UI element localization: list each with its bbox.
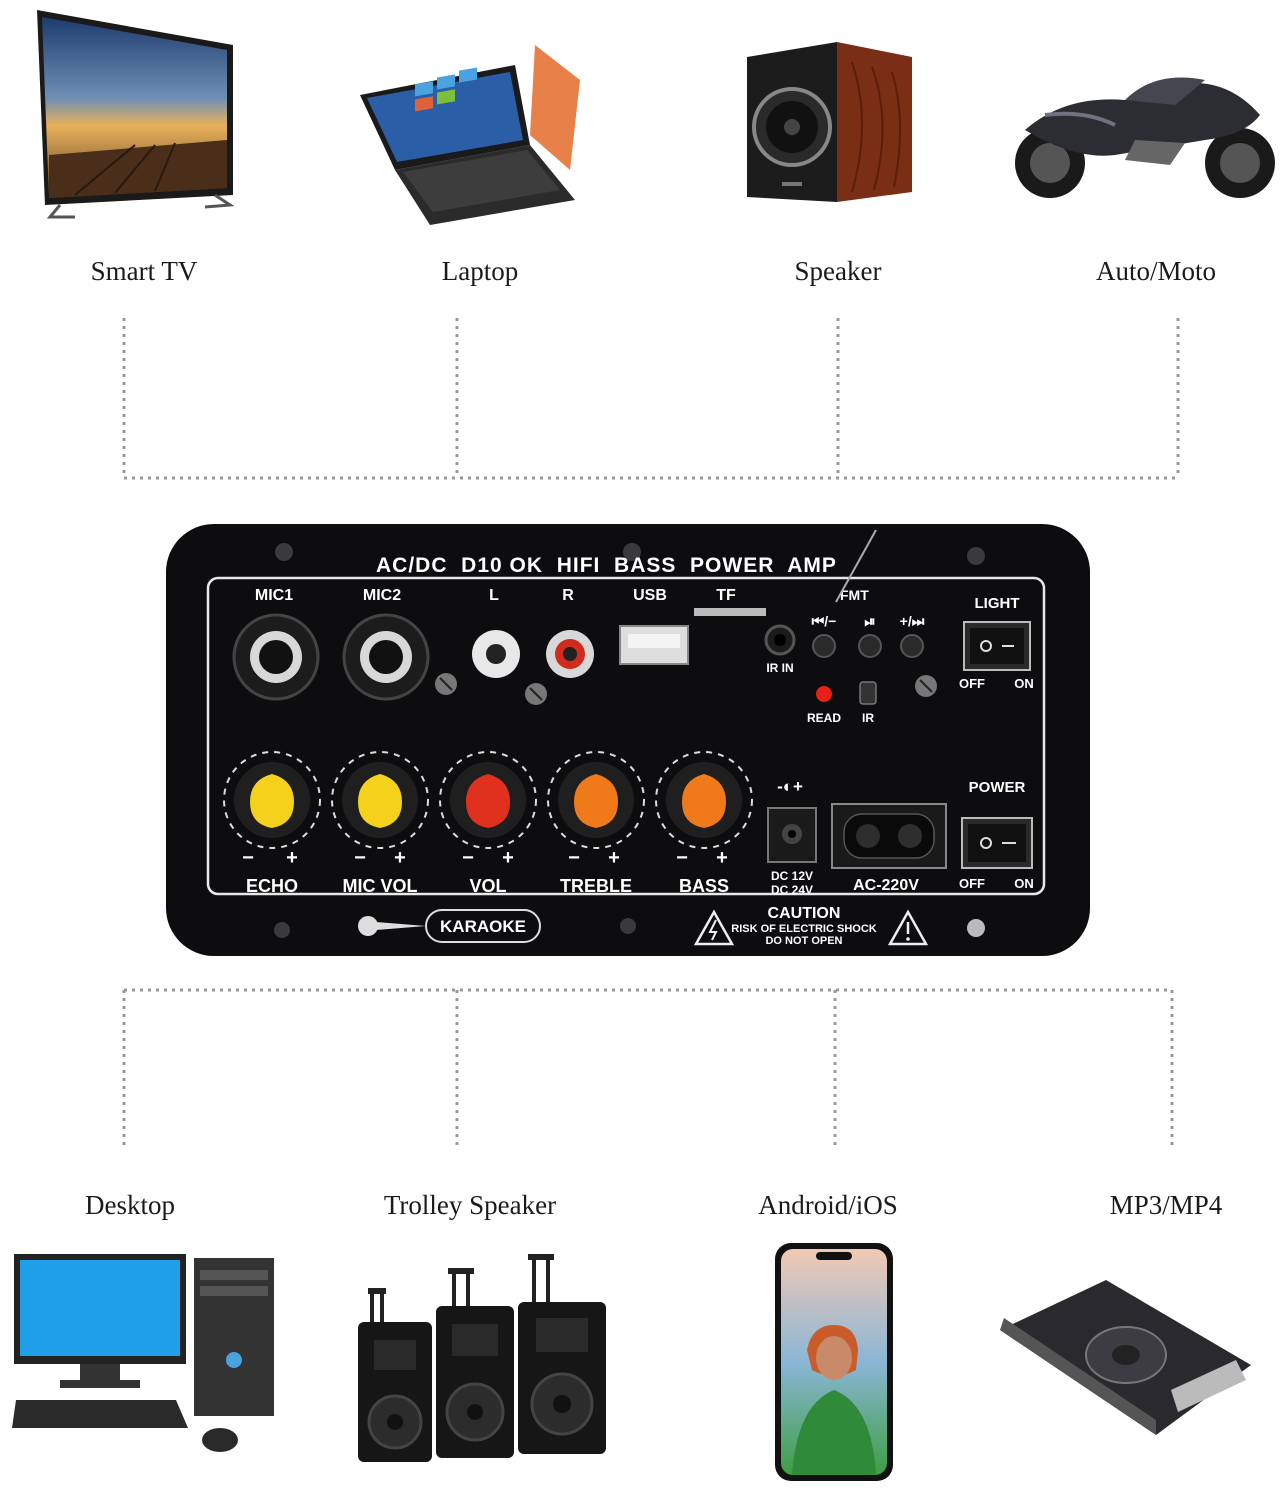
smartphone-icon (775, 1243, 893, 1481)
micvol-minus: − (354, 847, 366, 869)
knob-bass[interactable] (655, 751, 753, 849)
device-label-smart-tv: Smart TV (90, 256, 198, 286)
label-echo: ECHO (246, 876, 298, 896)
device-label-speaker: Speaker (794, 256, 882, 286)
label-light-off: OFF (959, 676, 985, 691)
rca-right-jack[interactable] (546, 630, 594, 678)
label-ir-in: IR IN (766, 661, 793, 675)
dc-polarity-icon: -◐+ (777, 777, 803, 796)
label-treble: TREBLE (560, 876, 632, 896)
label-ir: IR (862, 711, 874, 725)
device-label-auto-moto: Auto/Moto (1095, 256, 1216, 286)
microphone-icon (358, 916, 426, 936)
label-tf: TF (716, 587, 736, 604)
label-fmt: FMT (840, 587, 869, 603)
label-read: READ (807, 711, 841, 725)
device-label-laptop: Laptop (441, 256, 519, 286)
power-switch[interactable] (961, 817, 1033, 869)
mic2-jack[interactable] (342, 613, 430, 701)
label-dc-12v: DC 12V (771, 869, 813, 883)
knob-echo[interactable] (223, 751, 321, 849)
label-power-off: OFF (959, 876, 985, 891)
label-r: R (562, 587, 574, 604)
read-led (816, 686, 832, 702)
label-prev-minus: ⏮/− (812, 613, 837, 629)
ir-in-jack[interactable] (764, 624, 796, 656)
device-label-mp3-mp4: MP3/MP4 (1109, 1190, 1223, 1220)
label-usb: USB (633, 587, 667, 604)
label-mic-vol: MIC VOL (343, 876, 418, 896)
label-caution-line1: RISK OF ELECTRIC SHOCK (731, 923, 877, 935)
label-play-pause: ⏯ (864, 613, 875, 629)
laptop-icon (360, 45, 580, 225)
device-label-desktop: Desktop (85, 1190, 175, 1220)
board-title: AC/DC D10 OK HIFI BASS POWER AMP (376, 554, 837, 577)
screw-icon (435, 673, 937, 705)
ir-sensor (859, 681, 877, 705)
dc-power-jack[interactable] (767, 807, 817, 863)
vol-minus: − (462, 847, 474, 869)
mic1-jack[interactable] (232, 613, 320, 701)
treble-plus: + (608, 847, 620, 869)
device-label-trolley-speaker: Trolley Speaker (383, 1190, 557, 1220)
label-caution: CAUTION (768, 905, 841, 922)
label-dc-24v: DC 24V (771, 883, 813, 897)
label-plus-next: +/⏭ (900, 613, 925, 629)
usb-port[interactable] (619, 625, 689, 665)
tf-card-slot[interactable] (694, 608, 766, 616)
treble-minus: − (568, 847, 580, 869)
light-switch[interactable] (963, 621, 1031, 671)
label-mic1: MIC1 (255, 587, 293, 604)
micvol-plus: + (394, 847, 406, 869)
knob-vol[interactable] (439, 751, 537, 849)
label-caution-line2: DO NOT OPEN (765, 935, 842, 947)
knob-mic-vol[interactable] (331, 751, 429, 849)
amplifier-board: AC/DC D10 OK HIFI BASS POWER AMP MIC1 MI… (166, 524, 1090, 956)
label-ac-220v: AC-220V (853, 877, 919, 894)
prev-button[interactable] (812, 634, 836, 658)
mp3-player-icon (1000, 1280, 1251, 1435)
knob-treble[interactable] (547, 751, 645, 849)
label-light: LIGHT (975, 595, 1020, 612)
label-karaoke: KARAOKE (440, 917, 526, 936)
next-button[interactable] (900, 634, 924, 658)
ac-power-socket[interactable] (831, 803, 947, 869)
vol-plus: + (502, 847, 514, 869)
bass-plus: + (716, 847, 728, 869)
label-l: L (489, 587, 499, 604)
warning-exclamation-icon (887, 909, 929, 946)
label-bass: BASS (679, 876, 729, 896)
warning-shock-icon (693, 909, 735, 946)
speaker-icon (747, 42, 912, 202)
motorcycle-icon (1015, 77, 1275, 198)
desktop-computer-icon (12, 1254, 274, 1452)
label-power-on: ON (1014, 876, 1034, 891)
echo-plus: + (286, 847, 298, 869)
trolley-speaker-icon (358, 1254, 606, 1462)
play-pause-button[interactable] (858, 634, 882, 658)
label-power: POWER (969, 779, 1026, 796)
smart-tv-icon (37, 10, 235, 219)
karaoke-badge (425, 909, 541, 943)
bass-minus: − (676, 847, 688, 869)
label-light-on: ON (1014, 676, 1034, 691)
label-mic2: MIC2 (363, 587, 401, 604)
rca-left-jack[interactable] (472, 630, 520, 678)
device-label-android-ios: Android/iOS (758, 1190, 898, 1220)
label-vol: VOL (469, 876, 506, 896)
echo-minus: − (242, 847, 254, 869)
